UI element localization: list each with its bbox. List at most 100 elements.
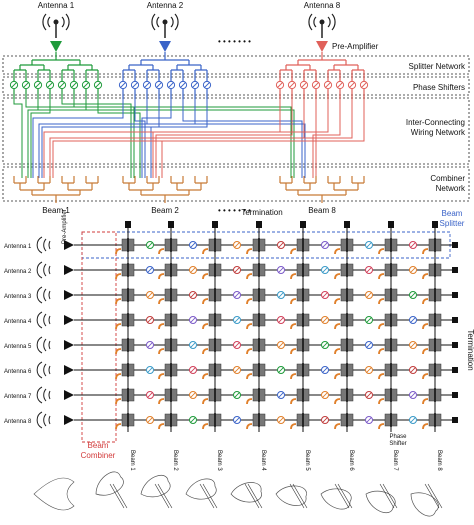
bottom-panel: Termination Termination Pre-Amplifier Be… [4,208,474,517]
antenna-horn-icon [36,411,43,429]
antenna-2-label: Antenna 2 [147,1,184,10]
phase-shifter-arrow [366,367,372,373]
phase-shifter-arrow [190,417,196,423]
phase-shifter-arrow [35,82,41,88]
phase-shifter-arrow [278,342,284,348]
termination-icon [452,242,458,248]
beam-8-label: Beam 8 [308,206,336,215]
phase-shifter-arrow [278,242,284,248]
pre-amplifier-label: Pre-Amplifier [332,42,379,51]
bend-trace [378,273,385,280]
antenna-row-label: Antenna 5 [4,344,32,350]
antenna-horn-icon [43,263,47,277]
phase-shifter-arrow [289,82,295,88]
antenna-horn-icon [36,336,43,354]
beam-combiner-label-1: Beam [88,441,109,450]
phase-shifter-arrow [322,242,328,248]
pre-amplifier-icon [64,290,74,300]
phase-shifter-arrow [322,392,328,398]
phase-shifter-arrow [322,292,328,298]
interconnect-wire [150,99,208,178]
interconnect-wire [161,99,365,178]
phase-shifter-arrow [277,82,283,88]
phase-shifter-arrow [322,342,328,348]
bend-trace [290,373,297,380]
radiation-pattern-beam [95,471,124,496]
phase-shifter-arrow [366,267,372,273]
bend-trace [378,298,385,305]
antenna-horn-icon [43,288,47,302]
termination-right-label: Termination [466,329,474,370]
phase-shifter-arrow [278,292,284,298]
combiner-network-label-2: Network [436,184,466,193]
antenna-array-icon [424,483,440,509]
phase-shifter-arrow [147,367,153,373]
antenna-row-label: Antenna 6 [4,369,32,375]
termination-icon [452,292,458,298]
antenna-horn-icon [43,338,47,352]
interconnect-wire [155,99,293,178]
antenna-array-icon [199,483,215,509]
beam-column-label: Beam 7 [392,450,398,471]
beam-column-label: Beam 3 [216,450,222,471]
bend-trace [115,323,122,330]
phase-shifters-label: Phase Shifters [413,83,465,92]
bend-trace [246,348,253,355]
phase-shifter-arrow [234,317,240,323]
termination-icon [168,221,174,228]
bend-trace [290,298,297,305]
bend-trace [378,323,385,330]
interconnect-wire [27,99,87,178]
pre-amplifier-icon [64,390,74,400]
antenna-horn-icon [36,261,43,279]
phase-shifter-arrow [83,82,89,88]
top-panel: Antenna 1 Antenna 2 Antenna 8 Pre-Amplif… [2,1,470,215]
antenna-horn-icon [36,361,43,379]
bend-trace [115,373,122,380]
antenna-horn-icon [48,415,51,425]
bend-trace [246,273,253,280]
phase-shifter-arrow [234,392,240,398]
antenna-horn-icon [43,363,47,377]
termination-icon [125,221,131,228]
antenna-array-icon [379,483,395,509]
bend-trace [334,423,341,430]
splitter-network-label: Splitter Network [409,62,466,71]
combiner-network-box [2,166,470,202]
beam-combiner-box [81,231,117,443]
antenna-array-icon [112,483,128,509]
bend-trace [246,248,253,255]
radiation-pattern-beam [410,492,439,517]
termination-icon [300,221,306,228]
phase-shifter-arrow [190,367,196,373]
bend-trace [202,423,209,430]
wiring-network-label-2: Wiring Network [411,128,466,137]
combiner-branch [298,194,346,203]
beam-splitter-label-1: Beam [442,209,463,218]
termination-icon [452,267,458,273]
phase-shifter-arrow [322,317,328,323]
bend-trace [158,273,165,280]
phase-shifter-arrow [132,82,138,88]
beam-column-label: Beam 2 [172,450,178,471]
phase-shifter-arrow [11,82,17,88]
beam-column-label: Beam 6 [348,450,354,471]
phase-shifter-arrow [234,267,240,273]
pre-amplifier-icon [64,340,74,350]
bend-trace [290,273,297,280]
interconnect-wire [49,99,353,178]
interconnect-wire [152,99,329,178]
phase-shifter-arrow [322,367,328,373]
phase-shifter-arrow [278,367,284,373]
phase-shifter-arrow [190,292,196,298]
phase-shifter-arrow [301,82,307,88]
antenna-horn-icon [36,386,43,404]
phase-shifter-arrow [47,82,53,88]
phase-shifter-arrow [366,317,372,323]
phase-shifter-arrow [147,342,153,348]
phase-shifter-arrow [95,82,101,88]
antenna-array-icon [337,483,353,509]
pre-amplifier-icon [64,265,74,275]
